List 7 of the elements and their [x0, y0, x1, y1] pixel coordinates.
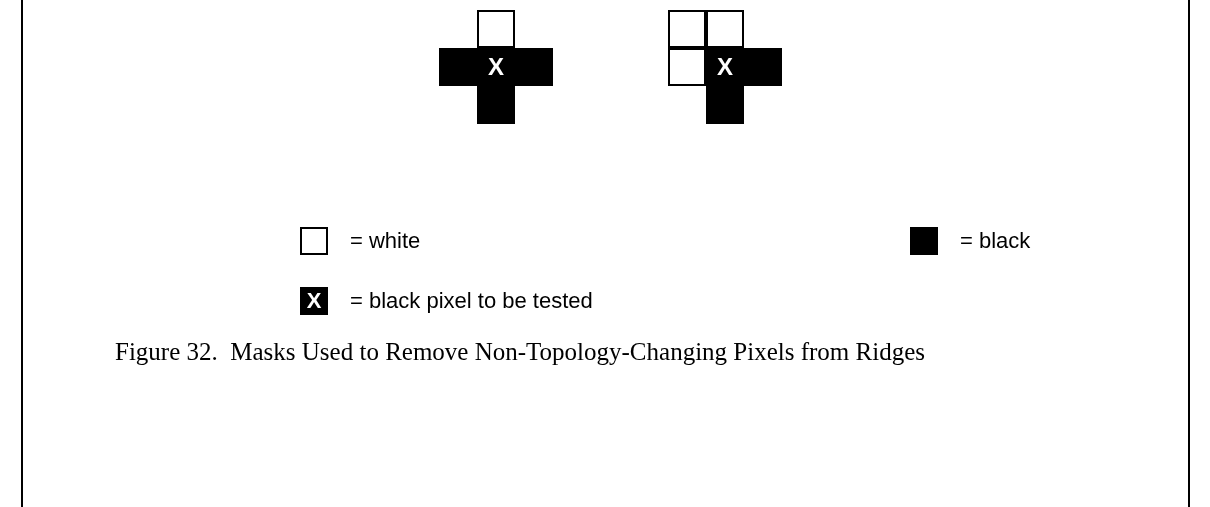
legend-text: = black — [960, 228, 1031, 254]
pixel-mark: X — [717, 55, 733, 79]
pixel-mark: X — [488, 55, 504, 79]
figure-caption: Figure 32. Masks Used to Remove Non-Topology-Changing Pixels from Ridges — [115, 338, 925, 366]
legend-text: = white — [350, 228, 421, 254]
legend-swatch: X — [300, 287, 328, 315]
legend-text: = black pixel to be tested — [350, 288, 593, 314]
